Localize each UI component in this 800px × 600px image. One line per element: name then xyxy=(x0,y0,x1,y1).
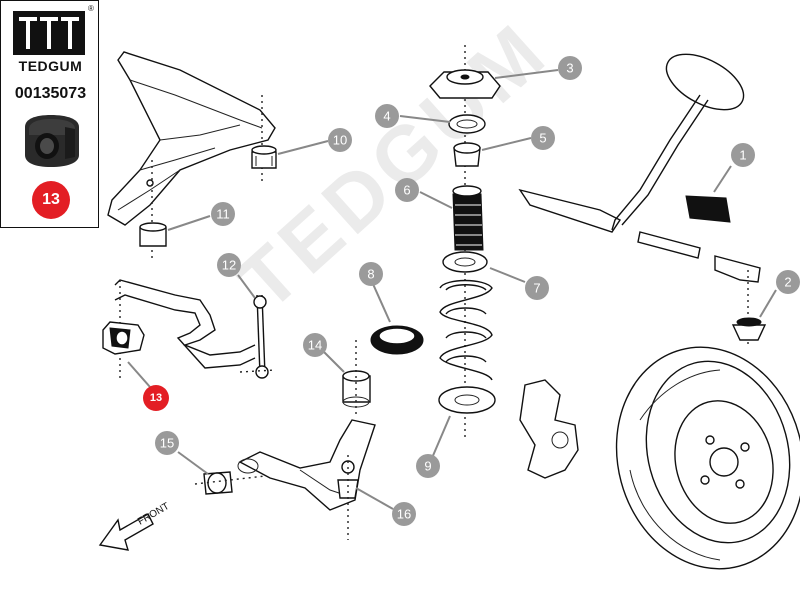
bush-11 xyxy=(139,222,167,247)
front-direction-arrow: FRONT xyxy=(98,501,171,551)
svg-text:2: 2 xyxy=(784,275,791,290)
callout-9[interactable]: 9 xyxy=(416,454,440,478)
callout-11[interactable]: 11 xyxy=(211,202,235,226)
callout-2[interactable]: 2 xyxy=(776,270,800,294)
callout-13-highlighted[interactable]: 13 xyxy=(143,385,169,411)
callout-7[interactable]: 7 xyxy=(525,276,549,300)
tedgum-logo-mark xyxy=(13,11,85,55)
spring-seat-9 xyxy=(438,386,496,414)
stabilizer-link-12 xyxy=(239,294,276,379)
svg-text:4: 4 xyxy=(383,109,390,124)
svg-text:14: 14 xyxy=(308,338,322,353)
steering-column xyxy=(518,53,745,233)
svg-text:8: 8 xyxy=(367,267,374,282)
callout-4[interactable]: 4 xyxy=(375,104,399,128)
callout-16[interactable]: 16 xyxy=(392,502,416,526)
steering-knuckle xyxy=(519,379,579,479)
callout-3[interactable]: 3 xyxy=(558,56,582,80)
stabilizer-bush-13 xyxy=(102,321,145,355)
svg-text:9: 9 xyxy=(424,459,431,474)
leader-lines xyxy=(127,69,777,510)
svg-text:16: 16 xyxy=(397,507,411,522)
svg-text:11: 11 xyxy=(216,207,230,222)
coil-spring xyxy=(439,279,493,381)
strut-top-mount-3 xyxy=(429,69,501,99)
bearing-4 xyxy=(448,114,486,134)
svg-text:15: 15 xyxy=(160,436,174,451)
front-direction-label: FRONT xyxy=(136,501,171,528)
brand-product-panel: ® TEDGUM 00135073 13 xyxy=(0,0,99,228)
callout-6[interactable]: 6 xyxy=(395,178,419,202)
stabilizer-bush-product-photo xyxy=(25,115,79,167)
tie-rod-end-boot-2 xyxy=(731,317,767,341)
callout-8[interactable]: 8 xyxy=(359,262,383,286)
tie-rod xyxy=(637,231,761,345)
callout-14[interactable]: 14 xyxy=(303,333,327,357)
brand-name: TEDGUM xyxy=(18,58,83,74)
bush-15 xyxy=(203,471,233,495)
bush-10 xyxy=(251,145,277,169)
part-number: 00135073 xyxy=(14,85,87,102)
dust-boot-6 xyxy=(452,185,484,251)
callout-1[interactable]: 1 xyxy=(731,143,755,167)
bump-stop-5 xyxy=(453,142,481,167)
position-badge: 13 xyxy=(32,181,70,219)
svg-text:7: 7 xyxy=(533,281,540,296)
callout-10[interactable]: 10 xyxy=(328,128,352,152)
svg-text:3: 3 xyxy=(566,61,573,76)
subframe-crossmember xyxy=(107,51,276,226)
wheel-tire xyxy=(615,346,800,570)
callout-12[interactable]: 12 xyxy=(217,253,241,277)
svg-text:6: 6 xyxy=(403,183,410,198)
callout-15[interactable]: 15 xyxy=(155,431,179,455)
svg-text:5: 5 xyxy=(539,131,546,146)
svg-text:1: 1 xyxy=(739,148,746,163)
svg-text:10: 10 xyxy=(333,133,347,148)
registered-mark: ® xyxy=(88,4,94,13)
svg-text:12: 12 xyxy=(222,258,236,273)
svg-text:13: 13 xyxy=(150,392,162,404)
callout-5[interactable]: 5 xyxy=(531,126,555,150)
spring-bearing-8 xyxy=(370,325,424,355)
steering-boot-1 xyxy=(685,195,731,223)
spring-seat-7 xyxy=(442,251,488,273)
